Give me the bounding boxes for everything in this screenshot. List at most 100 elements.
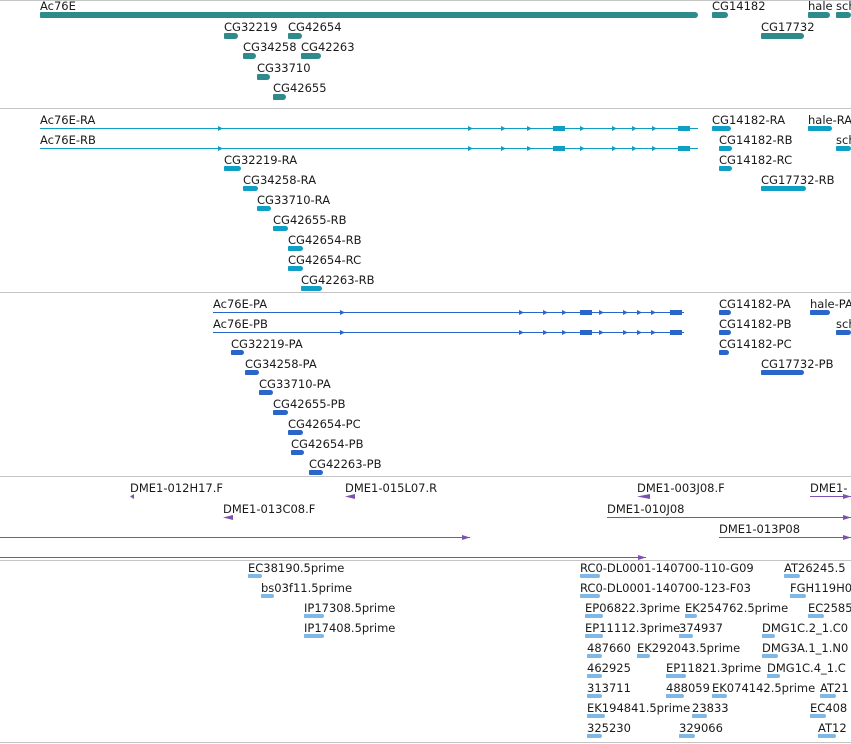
est-feature-label[interactable]: EC2585 xyxy=(808,601,851,615)
gene-feature-glyph[interactable] xyxy=(712,12,728,18)
clone-feature-label[interactable]: DME1-015L07.R xyxy=(345,481,438,495)
est-feature-glyph[interactable] xyxy=(685,614,697,618)
protein-feature-label[interactable]: CG14182-PA xyxy=(719,297,791,311)
gene-feature-label[interactable]: sch xyxy=(836,0,851,13)
est-feature-glyph[interactable] xyxy=(304,614,324,618)
gene-feature-label[interactable]: CG17732 xyxy=(761,20,815,34)
est-feature-label[interactable]: EC38190.5prime xyxy=(248,561,345,575)
mrna-feature-label[interactable]: CG14182-RA xyxy=(712,113,786,127)
est-feature-label[interactable]: 488059 xyxy=(666,681,710,695)
est-feature-glyph[interactable] xyxy=(762,654,778,658)
clone-feature-glyph[interactable] xyxy=(223,515,233,520)
gene-feature-glyph[interactable] xyxy=(301,53,321,59)
mrna-feature-glyph[interactable] xyxy=(808,126,832,131)
est-feature-glyph[interactable] xyxy=(820,694,836,698)
clone-feature-glyph[interactable] xyxy=(130,494,134,499)
mrna-feature-glyph[interactable] xyxy=(40,126,698,131)
mrna-feature-label[interactable]: CG14182-RB xyxy=(719,133,793,147)
protein-feature-glyph[interactable] xyxy=(291,450,304,455)
est-feature-glyph[interactable] xyxy=(587,654,602,658)
mrna-feature-glyph[interactable] xyxy=(288,266,303,271)
protein-feature-glyph[interactable] xyxy=(288,430,303,435)
est-feature-label[interactable]: EC408 xyxy=(810,701,848,715)
est-feature-label[interactable]: AT12 xyxy=(818,721,847,735)
est-feature-glyph[interactable] xyxy=(580,594,600,598)
gene-feature-label[interactable]: CG32219 xyxy=(224,20,278,34)
mrna-feature-label[interactable]: sch xyxy=(836,133,851,147)
mrna-feature-label[interactable]: Ac76E-RA xyxy=(40,113,96,127)
protein-feature-glyph[interactable] xyxy=(719,310,731,315)
clone-feature-label[interactable]: DME1-013C08.F xyxy=(223,502,316,516)
protein-feature-glyph[interactable] xyxy=(213,310,684,315)
est-feature-glyph[interactable] xyxy=(679,634,693,638)
gene-feature-glyph[interactable] xyxy=(224,33,238,39)
est-feature-label[interactable]: IP17408.5prime xyxy=(304,621,396,635)
clone-feature-glyph[interactable] xyxy=(0,535,470,540)
mrna-feature-label[interactable]: CG42655-RB xyxy=(273,213,347,227)
protein-feature-label[interactable]: CG14182-PB xyxy=(719,317,792,331)
est-feature-glyph[interactable] xyxy=(679,734,695,738)
gene-feature-glyph[interactable] xyxy=(257,74,270,80)
mrna-feature-glyph[interactable] xyxy=(273,226,288,231)
gene-feature-label[interactable]: CG14182 xyxy=(712,0,766,13)
est-feature-glyph[interactable] xyxy=(666,694,684,698)
protein-feature-label[interactable]: CG34258-PA xyxy=(245,357,317,371)
protein-feature-label[interactable]: CG33710-PA xyxy=(259,377,331,391)
clone-feature-label[interactable]: DME1-013P08 xyxy=(719,522,801,536)
est-feature-glyph[interactable] xyxy=(810,714,826,718)
clone-feature-label[interactable]: DME1-010J08 xyxy=(607,502,685,516)
gene-feature-label[interactable]: hale xyxy=(808,0,833,13)
clone-feature-glyph[interactable] xyxy=(719,535,851,540)
mrna-feature-label[interactable]: hale-RA xyxy=(808,113,851,127)
est-feature-label[interactable]: EK292043.5prime xyxy=(637,641,741,655)
est-feature-label[interactable]: 23833 xyxy=(692,701,729,715)
mrna-feature-glyph[interactable] xyxy=(243,186,258,191)
est-feature-label[interactable]: 325230 xyxy=(587,721,631,735)
mrna-feature-glyph[interactable] xyxy=(712,126,731,131)
est-feature-glyph[interactable] xyxy=(818,734,836,738)
protein-feature-label[interactable]: hale-PA xyxy=(810,297,851,311)
clone-feature-label[interactable]: DME1- xyxy=(810,481,848,495)
mrna-feature-glyph[interactable] xyxy=(761,186,806,191)
est-feature-glyph[interactable] xyxy=(790,594,806,598)
protein-feature-label[interactable]: CG42263-PB xyxy=(309,457,382,471)
gene-feature-glyph[interactable] xyxy=(808,12,830,18)
est-feature-label[interactable]: 487660 xyxy=(587,641,631,655)
clone-feature-label[interactable]: DME1-003J08.F xyxy=(637,481,725,495)
mrna-feature-label[interactable]: CG33710-RA xyxy=(257,193,331,207)
est-feature-label[interactable]: AT21 xyxy=(820,681,849,695)
est-feature-glyph[interactable] xyxy=(304,634,324,638)
protein-feature-glyph[interactable] xyxy=(719,330,731,335)
protein-feature-glyph[interactable] xyxy=(213,330,684,335)
protein-feature-label[interactable]: CG42655-PB xyxy=(273,397,346,411)
mrna-feature-glyph[interactable] xyxy=(40,146,698,151)
gene-feature-label[interactable]: CG34258 xyxy=(243,40,297,54)
est-feature-label[interactable]: EP11821.3prime xyxy=(666,661,762,675)
clone-feature-label[interactable]: DME1-012H17.F xyxy=(130,481,224,495)
est-feature-glyph[interactable] xyxy=(762,634,775,638)
protein-feature-glyph[interactable] xyxy=(245,370,259,375)
est-feature-glyph[interactable] xyxy=(587,694,602,698)
est-feature-label[interactable]: DMG1C.2_1.C0 xyxy=(762,621,849,635)
est-feature-label[interactable]: EP11112.3prime xyxy=(585,621,681,635)
gene-feature-label[interactable]: CG42263 xyxy=(301,40,355,54)
est-feature-label[interactable]: EK194841.5prime xyxy=(587,701,691,715)
protein-feature-label[interactable]: CG42654-PC xyxy=(288,417,361,431)
est-feature-label[interactable]: AT26245.5 xyxy=(784,561,846,575)
mrna-feature-label[interactable]: CG17732-RB xyxy=(761,173,835,187)
mrna-feature-label[interactable]: Ac76E-RB xyxy=(40,133,96,147)
est-feature-glyph[interactable] xyxy=(637,654,650,658)
est-feature-glyph[interactable] xyxy=(587,734,602,738)
est-feature-label[interactable]: RC0-DL0001-140700-110-G09 xyxy=(580,561,754,575)
mrna-feature-glyph[interactable] xyxy=(301,286,322,291)
mrna-feature-label[interactable]: CG34258-RA xyxy=(243,173,317,187)
protein-feature-label[interactable]: Ac76E-PA xyxy=(213,297,268,311)
protein-feature-glyph[interactable] xyxy=(309,470,323,475)
est-feature-glyph[interactable] xyxy=(248,574,262,578)
protein-feature-glyph[interactable] xyxy=(719,350,729,355)
est-feature-glyph[interactable] xyxy=(580,574,600,578)
est-feature-glyph[interactable] xyxy=(666,674,686,678)
est-feature-label[interactable]: FGH119H0 xyxy=(790,581,851,595)
mrna-feature-label[interactable]: CG42654-RC xyxy=(288,253,362,267)
